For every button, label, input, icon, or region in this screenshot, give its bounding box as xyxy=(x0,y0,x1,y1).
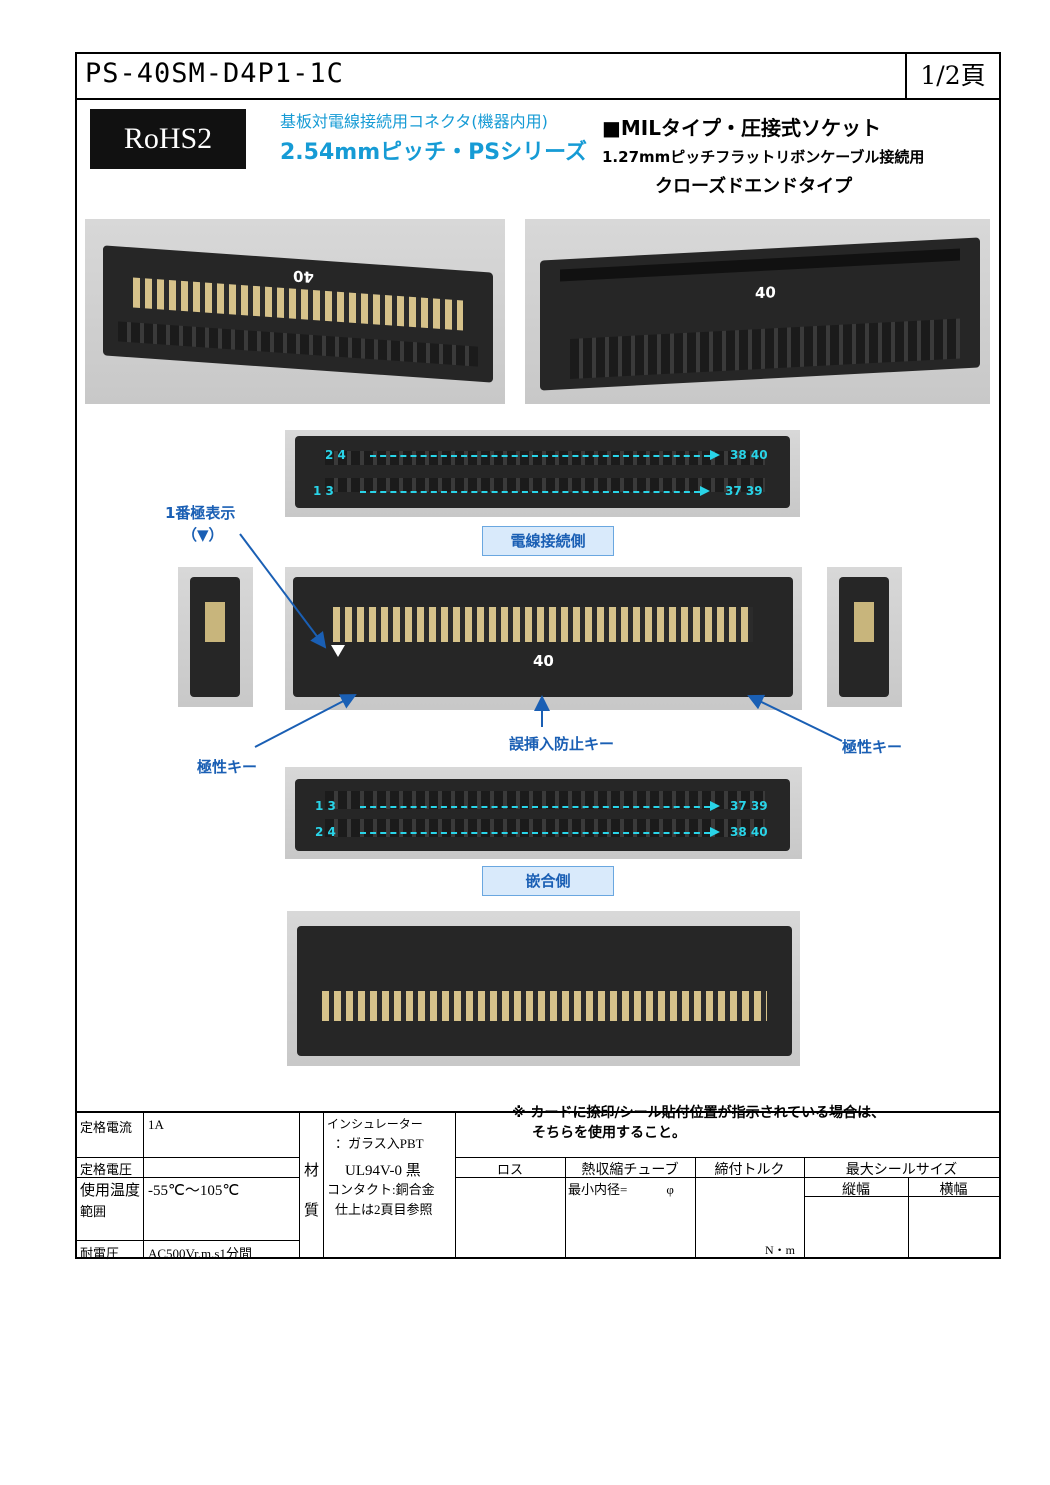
connector-photo-angle-2: 40 xyxy=(525,219,990,404)
front-photo-label: 40 xyxy=(533,652,554,670)
connector-bottom-photo xyxy=(287,911,800,1066)
temperature-value: -55℃～105℃ xyxy=(148,1183,240,1199)
connector-front-photo: 40 xyxy=(285,567,802,710)
wire-bottom-left-pins: 1 3 xyxy=(313,484,334,498)
wire-side-caption: 電線接続側 xyxy=(482,526,614,556)
type-variant: クローズドエンドタイプ xyxy=(655,176,853,197)
material-label-1: 材 xyxy=(304,1163,320,1179)
wire-side-photo: 2 4 38 40 1 3 37 39 xyxy=(285,430,800,517)
insulator-material: ：ガラス入PBT xyxy=(335,1136,424,1151)
contact-material: コンタクト:銅合金 xyxy=(327,1182,435,1197)
title-bar: PS-40SM-D4P1-1C 1/2頁 xyxy=(77,54,999,100)
rated-current-label: 定格電流 xyxy=(80,1120,133,1135)
tube-value: 最小内径= φ xyxy=(568,1182,674,1197)
polarity-key-right-label: 極性キー xyxy=(842,738,903,756)
mating-top-left-pins: 1 3 xyxy=(315,799,336,813)
mating-top-right-pins: 37 39 xyxy=(730,799,768,813)
insulator-grade: UL94V-0 黒 xyxy=(345,1163,421,1179)
torque-header: 締付トルク xyxy=(714,1163,785,1178)
material-label-2: 質 xyxy=(304,1203,320,1219)
rated-voltage-label: 定格電圧 xyxy=(80,1162,133,1177)
product-category: 基板対電線接続用コネクタ(機器内用) xyxy=(280,112,548,131)
misinsertion-key-label: 誤挿入防止キー xyxy=(509,735,615,753)
side-view-right xyxy=(827,567,902,707)
mating-side-photo: 1 3 37 39 2 4 38 40 xyxy=(285,767,802,859)
notice-line-2: そちらを使用すること。 xyxy=(532,1125,686,1141)
mating-bottom-right-pins: 38 40 xyxy=(730,825,768,839)
temperature-label-2: 範囲 xyxy=(80,1204,107,1219)
side-view-left xyxy=(178,567,253,707)
pin1-indicator-label: 1番極表示 xyxy=(165,504,236,522)
temperature-label: 使用温度 xyxy=(80,1183,141,1199)
torque-unit: N・m xyxy=(765,1243,796,1257)
withstand-value: AC500Vr.m.s1分間 xyxy=(148,1246,252,1261)
series-name: 2.54mmピッチ・PSシリーズ xyxy=(280,140,587,165)
insulator-label: インシュレーター xyxy=(327,1117,423,1131)
seal-width-header: 横幅 xyxy=(939,1183,968,1198)
part-number-title: PS-40SM-D4P1-1C xyxy=(85,58,344,89)
document-sheet: PS-40SM-D4P1-1C 1/2頁 RoHS2 基板対電線接続用コネクタ(… xyxy=(75,52,1001,1261)
seal-header: 最大シールサイズ xyxy=(845,1163,958,1178)
page-number: 1/2頁 xyxy=(905,54,999,98)
connector-photo-angle-1: 40 xyxy=(85,219,505,404)
tube-header: 熱収縮チューブ xyxy=(581,1163,679,1178)
lot-header: ロス xyxy=(496,1162,523,1177)
spec-table: 定格電流 1A 定格電圧 使用温度 範囲 -55℃～105℃ 耐電圧 AC500… xyxy=(77,1111,999,1261)
annotation-arrows xyxy=(239,533,843,748)
type-heading: ■MILタイプ・圧接式ソケット xyxy=(602,116,881,140)
mating-side-caption: 嵌合側 xyxy=(482,866,614,896)
pin1-indicator-symbol: （▼） xyxy=(182,526,224,544)
withstand-label: 耐電圧 xyxy=(80,1246,120,1261)
wire-top-left-pins: 2 4 xyxy=(325,448,346,462)
notice-line-1: ※ カードに捺印/シール貼付位置が指示されている場合は、 xyxy=(512,1105,886,1121)
rohs-badge: RoHS2 xyxy=(90,109,246,169)
wire-bottom-right-pins: 37 39 xyxy=(725,484,763,498)
polarity-key-left-label: 極性キー xyxy=(197,758,258,776)
contact-finish: 仕上は2頁目参照 xyxy=(335,1202,433,1217)
seal-height-header: 縦幅 xyxy=(842,1183,870,1198)
wire-top-right-pins: 38 40 xyxy=(730,448,768,462)
mating-bottom-left-pins: 2 4 xyxy=(315,825,336,839)
rated-current-value: 1A xyxy=(148,1117,164,1132)
type-description: 1.27mmピッチフラットリボンケーブル接続用 xyxy=(602,148,925,166)
